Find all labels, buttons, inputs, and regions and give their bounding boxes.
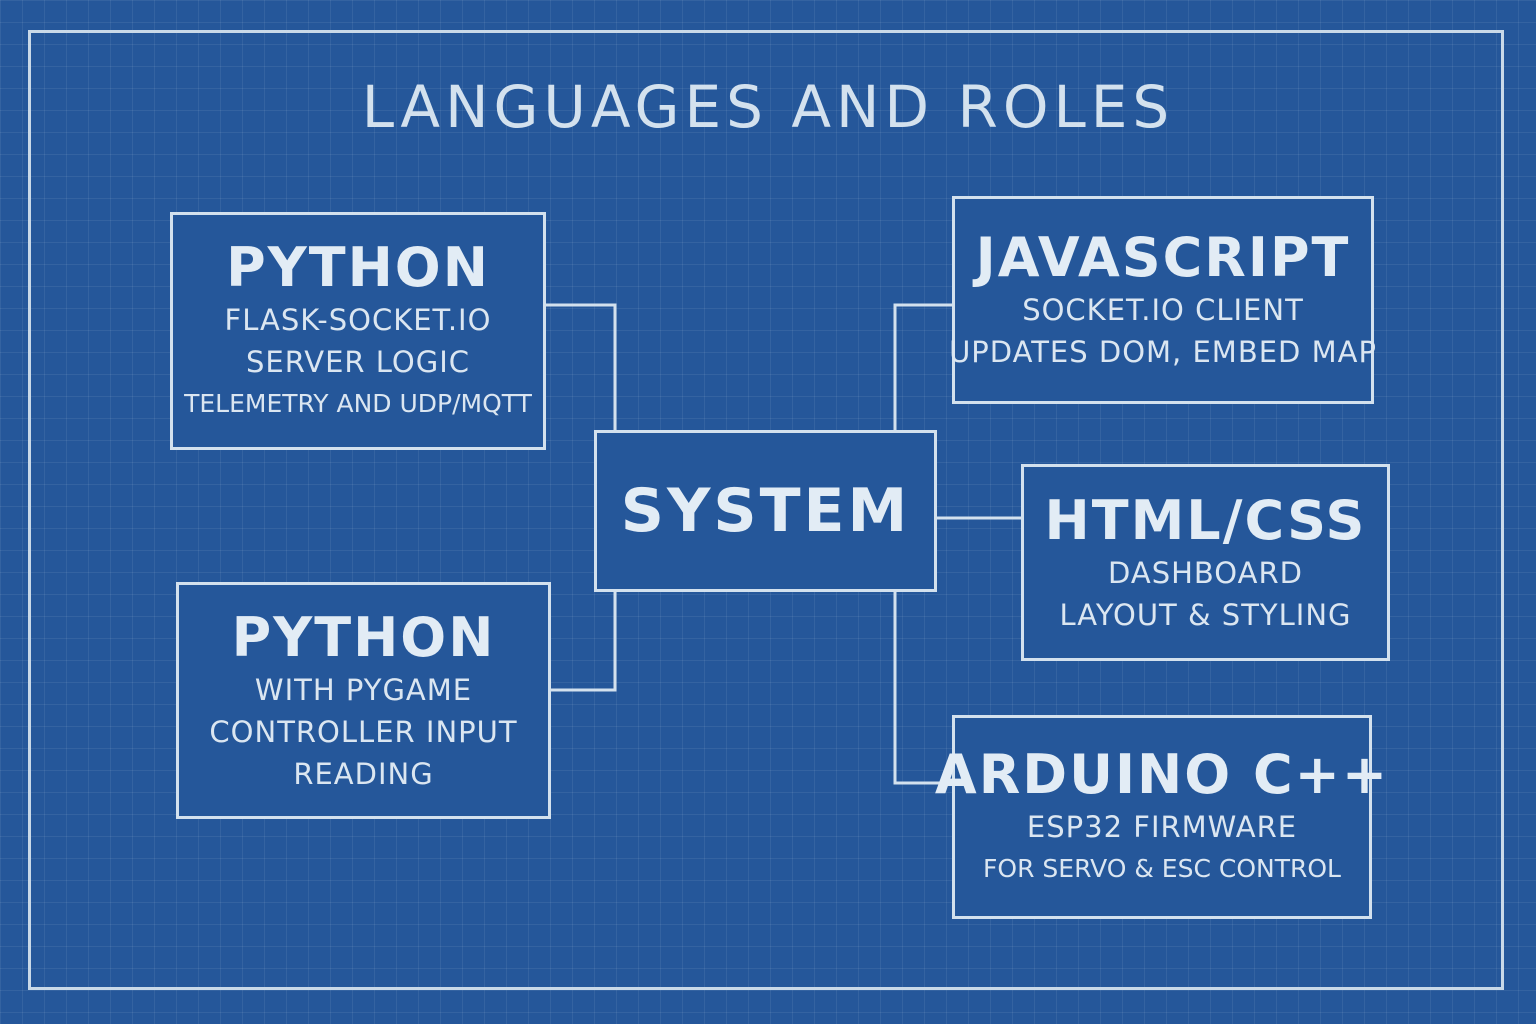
javascript-title: JAVASCRIPT <box>975 226 1351 289</box>
connector-python-server <box>545 303 617 432</box>
python-pygame-line-2: CONTROLLER INPUT <box>209 714 518 749</box>
python-pygame-line-1: WITH PYGAME <box>254 672 473 707</box>
javascript-line-1: SOCKET.IO CLIENT <box>1022 293 1304 327</box>
python-pygame-title: PYTHON <box>231 605 496 669</box>
html-css-title: HTML/CSS <box>1044 488 1367 552</box>
html-css-line-2: LAYOUT & STYLING <box>1059 597 1352 632</box>
arduino-line-2: FOR SERVO & ESC CONTROL <box>983 854 1341 883</box>
python-server-line-3: TELEMETRY AND UDP/MQTT <box>184 389 532 418</box>
python-pygame-box: PYTHON WITH PYGAME CONTROLLER INPUT READ… <box>176 582 551 819</box>
page-title: LANGUAGES AND ROLES <box>361 73 1175 141</box>
blueprint-frame <box>28 30 1504 990</box>
python-server-box: PYTHON FLASK-SOCKET.IO SERVER LOGIC TELE… <box>170 212 546 450</box>
javascript-line-2: UPDATES DOM, EMBED MAP <box>949 335 1377 369</box>
arduino-title: ARDUINO C++ <box>934 743 1390 806</box>
html-css-line-1: DASHBOARD <box>1108 555 1303 590</box>
connector-javascript <box>893 303 953 432</box>
arduino-line-1: ESP32 FIRMWARE <box>1026 810 1298 844</box>
python-server-line-1: FLASK-SOCKET.IO <box>224 303 492 337</box>
html-css-box: HTML/CSS DASHBOARD LAYOUT & STYLING <box>1021 464 1390 661</box>
javascript-box: JAVASCRIPT SOCKET.IO CLIENT UPDATES DOM,… <box>949 196 1377 404</box>
connector-python-pygame <box>550 590 617 692</box>
arduino-box: ARDUINO C++ ESP32 FIRMWARE FOR SERVO & E… <box>935 715 1387 919</box>
system-box: SYSTEM <box>594 430 937 592</box>
python-pygame-line-3: READING <box>293 756 434 791</box>
python-server-title: PYTHON <box>226 236 490 299</box>
connector-arduino <box>893 590 953 785</box>
system-label: SYSTEM <box>620 476 911 546</box>
python-server-line-2: SERVER LOGIC <box>245 345 471 379</box>
